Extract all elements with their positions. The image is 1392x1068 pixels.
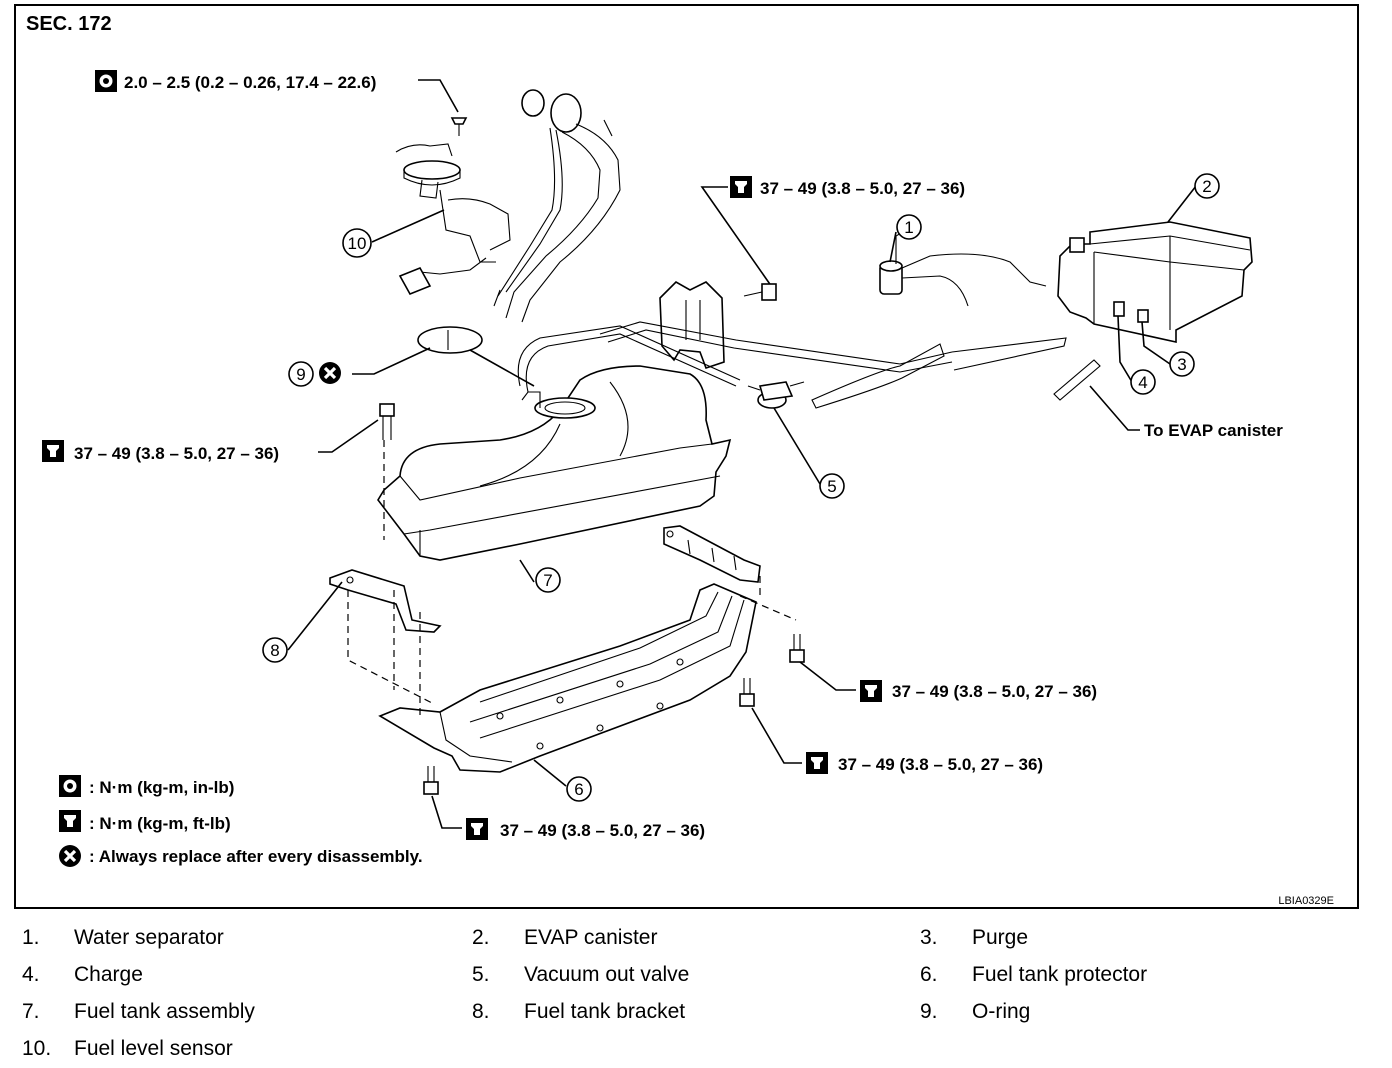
torque-spec-protector-bolt-3: 37 – 49 (3.8 – 5.0, 27 – 36)	[500, 821, 705, 840]
torque-wrench-ftlb-icon	[42, 440, 64, 462]
callout-5-label: 5	[827, 477, 836, 496]
upper-bracket-part	[659, 281, 777, 370]
legend-item-number: 6.	[920, 963, 938, 986]
parts-legend: 1. Water separator 2. EVAP canister 3. P…	[0, 918, 1392, 1068]
callout-7-label: 7	[543, 571, 552, 590]
legend-item-number: 4.	[22, 963, 40, 986]
callout-3	[1169, 351, 1195, 377]
vacuum-out-valve-part	[747, 381, 805, 409]
legend-nm-ftlb: : N·m (kg-m, ft-lb)	[89, 814, 231, 833]
filler-neck-part	[493, 89, 621, 323]
torque-wrench-ftlb-icon	[730, 176, 752, 198]
legend-item-name: Water separator	[74, 926, 224, 949]
torque-wrench-inlb-icon	[95, 70, 117, 92]
callout-10	[342, 228, 372, 258]
torque-wrench-ftlb-icon	[806, 752, 828, 774]
callout-8-label: 8	[270, 641, 279, 660]
bolt-part	[379, 403, 805, 795]
legend-item-name: Vacuum out valve	[524, 963, 690, 986]
legend-item-name: EVAP canister	[524, 926, 658, 949]
callout-7	[535, 567, 561, 593]
replace-x-icon	[57, 843, 83, 869]
callout-8	[262, 637, 288, 663]
o-ring-part	[417, 326, 483, 354]
callout-1-label: 1	[904, 218, 913, 237]
legend-item-name: Charge	[74, 963, 143, 986]
section-title: SEC. 172	[26, 13, 112, 35]
callout-2	[1194, 173, 1220, 199]
screw-part	[450, 117, 468, 136]
fuel-tank-bracket-part	[329, 569, 442, 633]
torque-spec-bracket-bolt: 37 – 49 (3.8 – 5.0, 27 – 36)	[760, 179, 965, 198]
legend-item-name: Fuel tank bracket	[524, 1000, 686, 1023]
callout-4-label: 4	[1138, 373, 1147, 392]
callout-10-label: 10	[348, 234, 367, 253]
torque-spec-protector-bolt-1: 37 – 49 (3.8 – 5.0, 27 – 36)	[892, 682, 1097, 701]
legend-item-number: 2.	[472, 926, 490, 949]
legend-item-number: 1.	[22, 926, 40, 949]
callout-2-label: 2	[1202, 177, 1211, 196]
legend-item-number: 5.	[472, 963, 490, 986]
legend-replace: : Always replace after every disassembly…	[89, 847, 423, 866]
legend-item-name: Purge	[972, 926, 1029, 949]
legend-nm-inlb: : N·m (kg-m, in-lb)	[89, 778, 234, 797]
torque-spec-tank-bolt: 37 – 49 (3.8 – 5.0, 27 – 36)	[74, 444, 279, 463]
torque-wrench-inlb-icon	[59, 775, 81, 797]
legend-item-name: Fuel tank protector	[972, 963, 1148, 986]
callout-9-label: 9	[296, 365, 305, 384]
callout-3-label: 3	[1177, 355, 1186, 374]
callout-5	[819, 473, 845, 499]
torque-spec-screw: 2.0 – 2.5 (0.2 – 0.26, 17.4 – 22.6)	[124, 73, 376, 92]
callout-4	[1130, 369, 1156, 395]
legend-item-number: 9.	[920, 1000, 938, 1023]
diagram-frame	[14, 4, 1359, 909]
legend-item-number: 7.	[22, 1000, 40, 1023]
legend-item-name: Fuel level sensor	[74, 1037, 233, 1060]
torque-wrench-ftlb-icon	[466, 818, 488, 840]
to-evap-label: To EVAP canister	[1144, 421, 1283, 440]
callout-1	[896, 214, 922, 240]
legend-item-name: Fuel tank assembly	[74, 1000, 255, 1023]
torque-wrench-ftlb-icon	[860, 680, 882, 702]
torque-spec-protector-bolt-2: 37 – 49 (3.8 – 5.0, 27 – 36)	[838, 755, 1043, 774]
fuel-tank-protector-part	[378, 525, 761, 773]
water-separator-part	[879, 229, 1047, 307]
evap-canister-part	[1057, 221, 1253, 343]
callout-9	[288, 361, 314, 387]
figure-code: LBIA0329E	[1278, 895, 1334, 907]
vapor-hose-part	[517, 321, 1101, 409]
legend-item-number: 8.	[472, 1000, 490, 1023]
callout-6	[566, 776, 592, 802]
legend-item-name: O-ring	[972, 1000, 1031, 1023]
legend-item-number: 10.	[22, 1037, 52, 1060]
fuel-tank-part	[377, 365, 732, 561]
legend-item-number: 3.	[920, 926, 938, 949]
replace-x-icon	[317, 360, 343, 386]
callout-6-label: 6	[574, 780, 583, 799]
torque-wrench-ftlb-icon	[59, 810, 81, 832]
fuel-level-sensor-part	[395, 143, 511, 296]
